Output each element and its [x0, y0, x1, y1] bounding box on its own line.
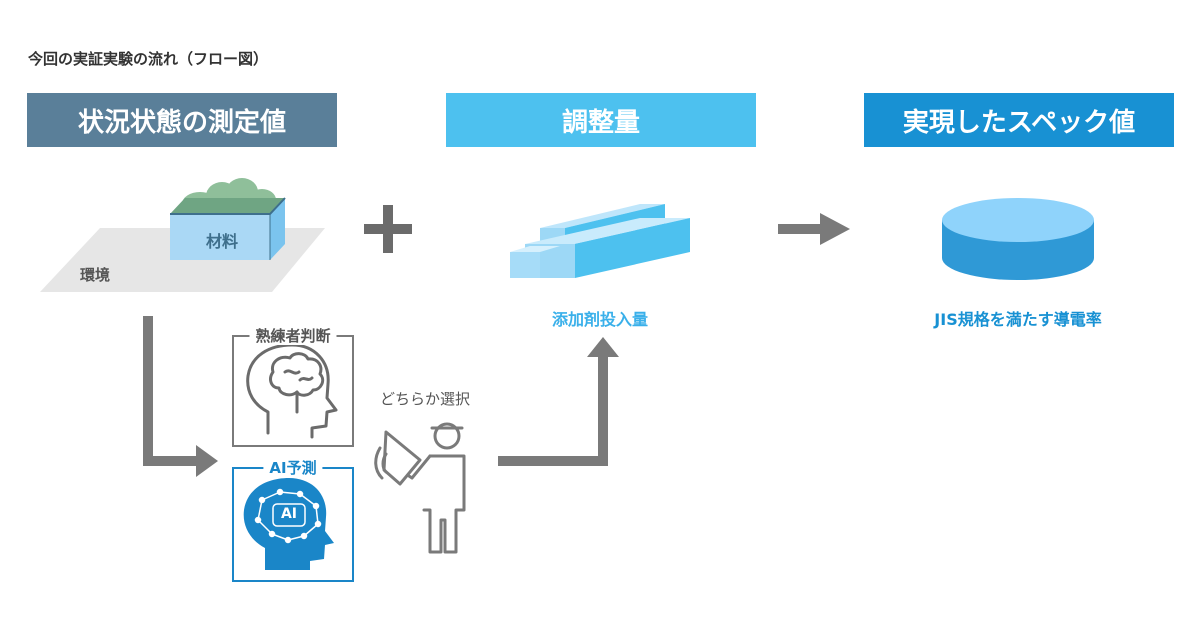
- material-icon: [170, 178, 286, 260]
- person-choosing-icon: [374, 422, 466, 554]
- expert-label: 熟練者判断: [249, 327, 337, 345]
- choose-label: どちらか選択: [380, 390, 471, 408]
- ai-head-icon: [243, 478, 334, 570]
- header-adjustment: 調整量: [446, 93, 756, 147]
- header-measurement: 状況状態の測定値: [27, 93, 337, 147]
- expert-box: [232, 335, 354, 447]
- environment-label: 環境: [80, 266, 111, 284]
- arrow-right-icon: [778, 213, 850, 245]
- page-title: 今回の実証実験の流れ（フロー図）: [28, 50, 269, 68]
- material-label: 材料: [205, 232, 238, 251]
- arrow-right-up: [498, 337, 619, 466]
- header-spec: 実現したスペック値: [864, 93, 1174, 147]
- conductivity-label: JIS規格を満たす導電率: [934, 310, 1102, 329]
- arrow-down-right: [143, 316, 218, 477]
- ai-predict-label: AI予測: [263, 459, 323, 477]
- plus-icon: [364, 205, 412, 253]
- additive-label: 添加剤投入量: [551, 310, 648, 329]
- ai-badge-label: AI: [280, 506, 298, 522]
- cylinder-icon: [942, 198, 1094, 280]
- additive-bars-icon: [510, 204, 690, 278]
- expert-head-icon: [246, 343, 338, 439]
